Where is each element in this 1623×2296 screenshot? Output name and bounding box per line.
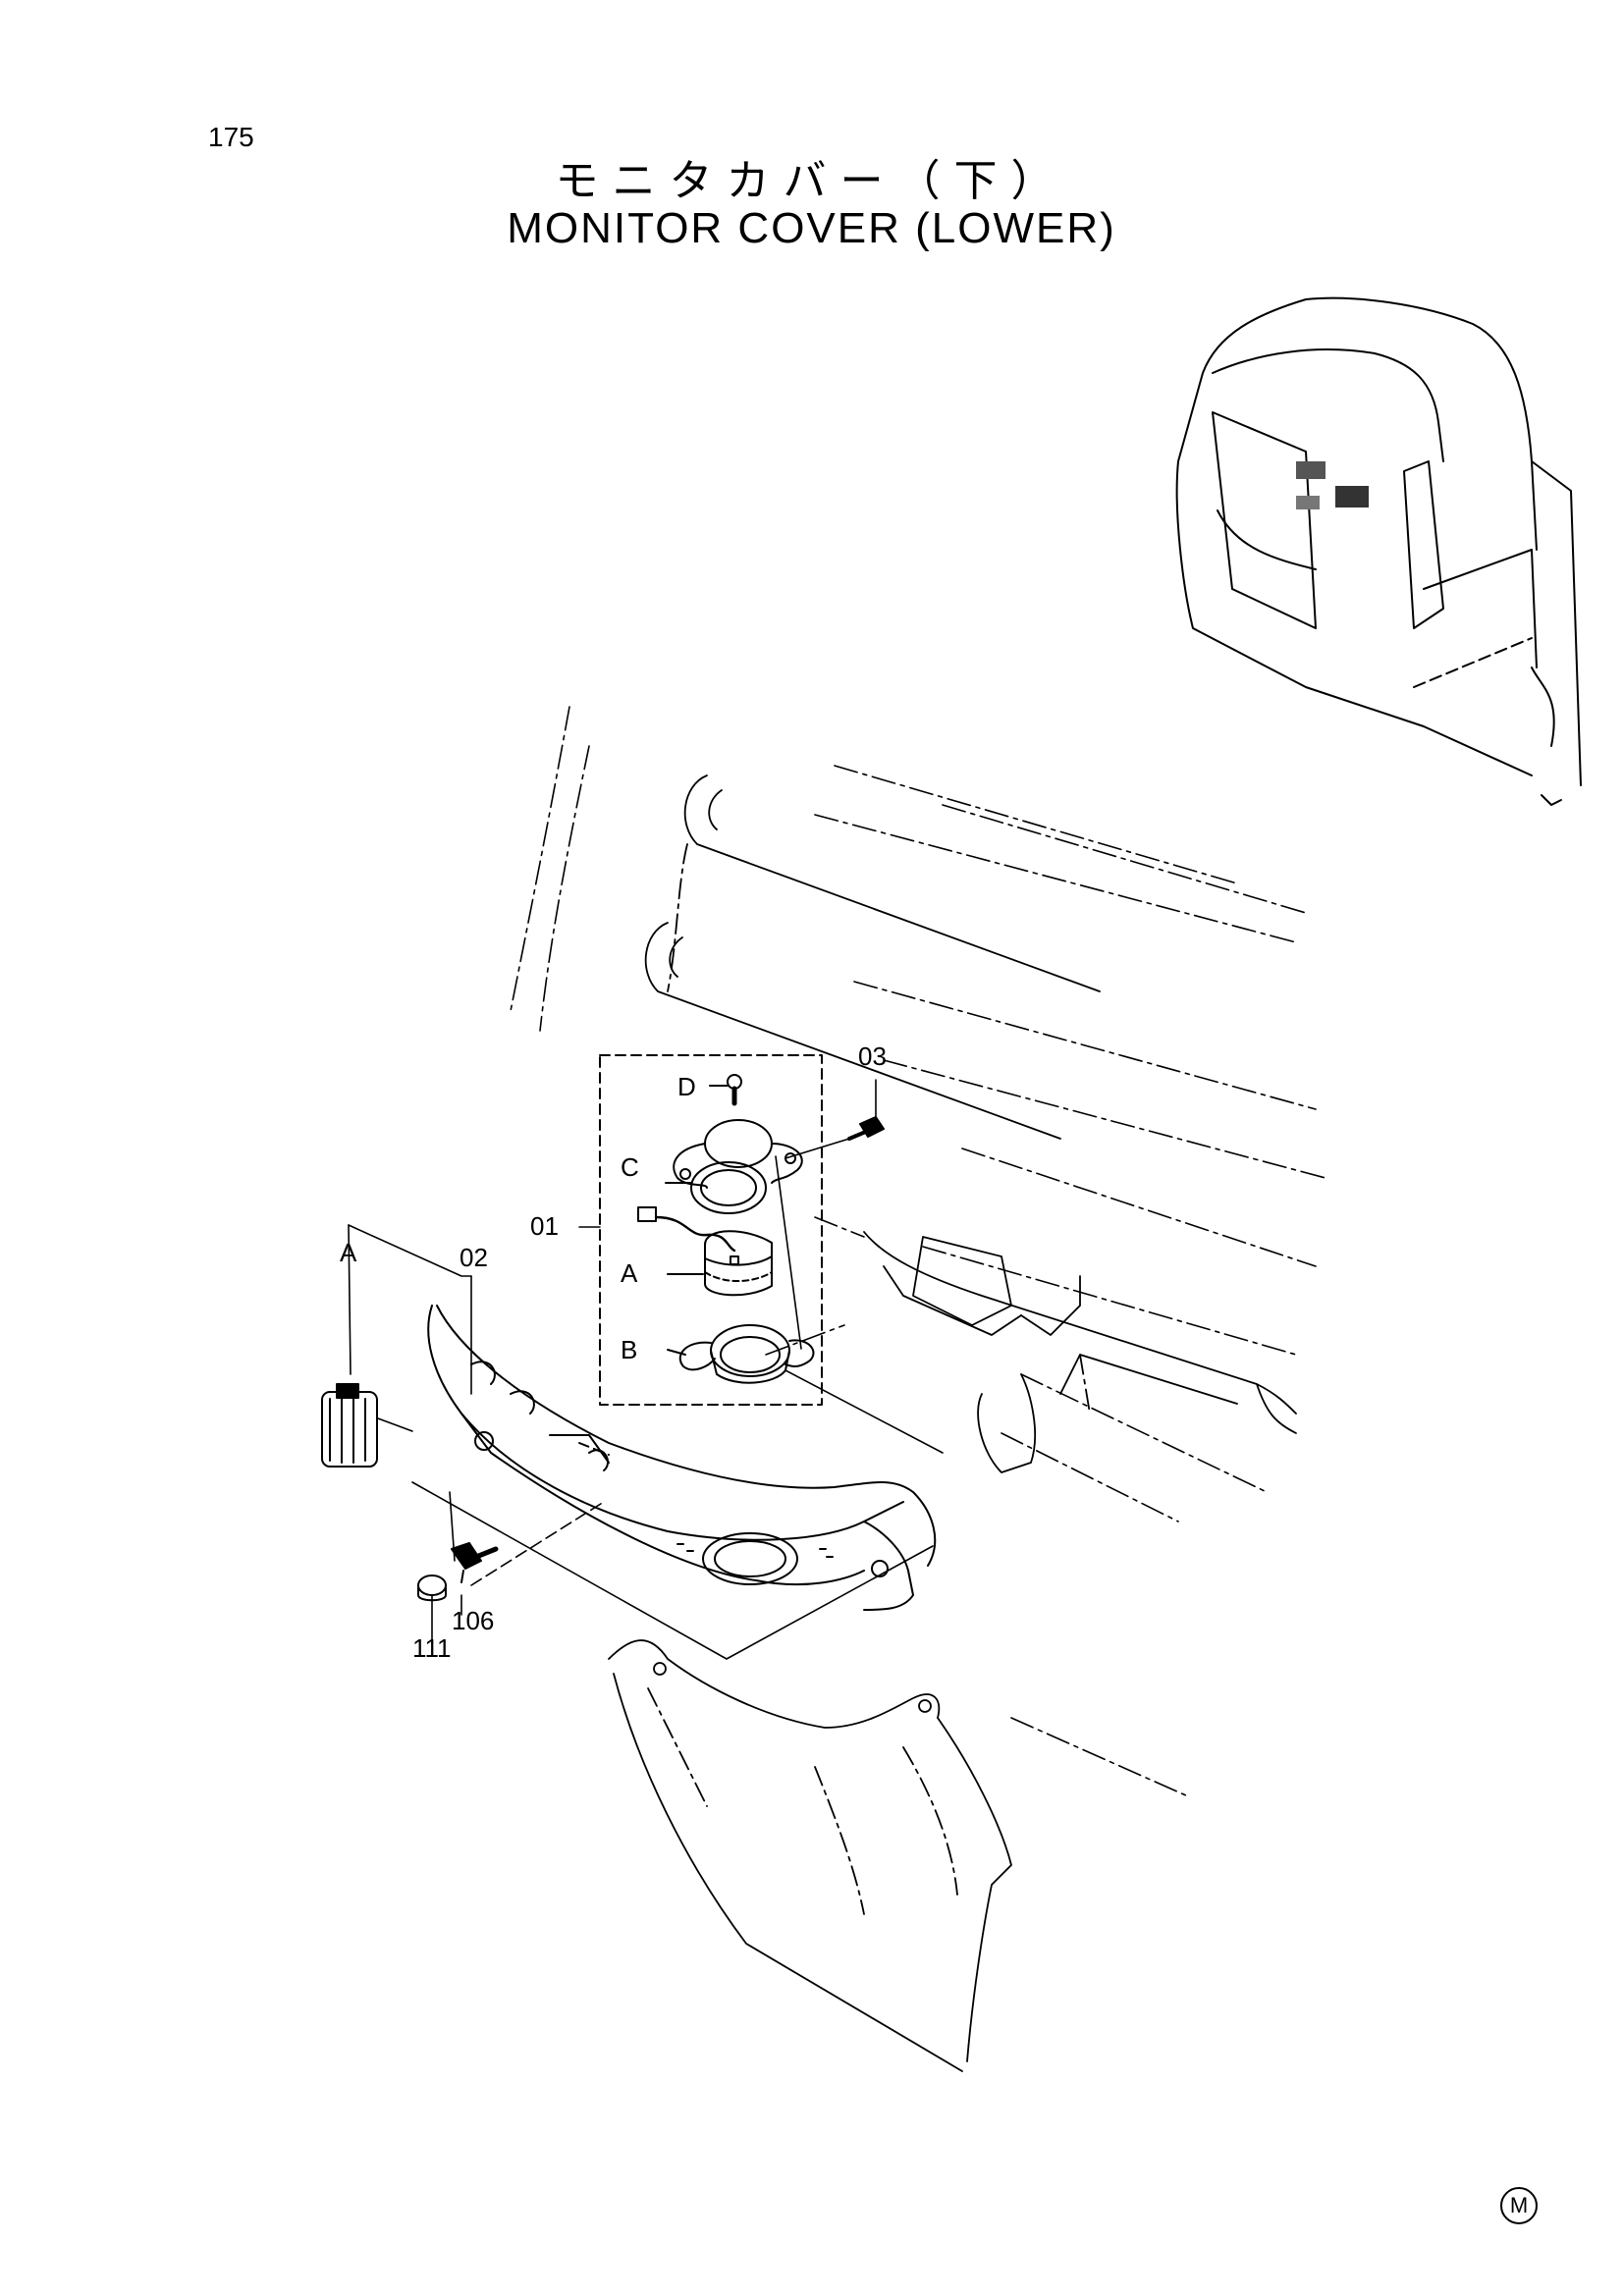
title-english: MONITOR COVER (LOWER) bbox=[507, 204, 1116, 252]
callout-a-left: A bbox=[340, 1238, 357, 1267]
callout-01: 01 bbox=[530, 1211, 559, 1241]
leader-lines bbox=[348, 1224, 605, 1642]
lower-side-panel bbox=[608, 1639, 1012, 2072]
m-circle-mark: M bbox=[1500, 2187, 1538, 2224]
callout-a: A bbox=[621, 1258, 638, 1288]
callout-d: D bbox=[677, 1072, 696, 1101]
bolt-106 bbox=[451, 1542, 499, 1583]
callout-02: 02 bbox=[460, 1243, 488, 1272]
cap-111 bbox=[417, 1575, 447, 1602]
callout-c: C bbox=[621, 1152, 639, 1182]
console-panel bbox=[863, 1231, 1297, 1473]
lamp-assembly-box bbox=[599, 1054, 823, 1406]
screw-03 bbox=[784, 1079, 885, 1159]
clip-a bbox=[321, 1383, 378, 1468]
cab-locator-icon bbox=[1175, 296, 1582, 806]
callout-111: 111 bbox=[412, 1633, 452, 1663]
background-rails bbox=[644, 774, 1101, 1140]
title-japanese: モニタカバー（下） bbox=[555, 156, 1068, 206]
phantom-lines bbox=[510, 706, 1326, 1797]
callout-03: 03 bbox=[858, 1041, 887, 1071]
callout-b: B bbox=[621, 1335, 637, 1364]
lamp-bracket-b bbox=[667, 1155, 944, 1454]
callout-106: 106 bbox=[452, 1606, 494, 1635]
lamp-body-a bbox=[637, 1206, 773, 1297]
page-number: 175 bbox=[208, 122, 254, 152]
monitor-cover-lower bbox=[411, 1305, 937, 1660]
lamp-bracket-c bbox=[665, 1119, 803, 1214]
screw-d bbox=[709, 1074, 742, 1106]
